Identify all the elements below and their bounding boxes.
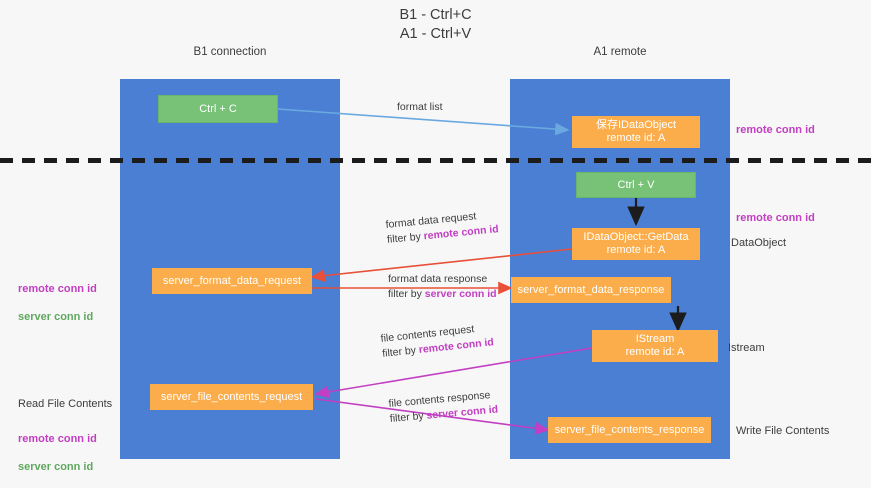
node-ctrl-v[interactable]: Ctrl + V — [576, 172, 696, 198]
edge-label-line2: filter by server conn id — [388, 288, 497, 300]
left-label-read-file-contents: Read File Contents remote conn id server… — [18, 383, 128, 488]
node-server-format-data-response[interactable]: server_format_data_response — [511, 277, 671, 303]
edge-label-format-data-response: format data response filter by server co… — [388, 272, 497, 302]
left-label-read-file-contents-text: Read File Contents — [18, 398, 113, 410]
edge-label-line1: format data response — [388, 273, 488, 285]
diagram-canvas: B1 - Ctrl+C A1 - Ctrl+V B1 connection A1… — [0, 7, 871, 473]
lane-header-b1: B1 connection — [193, 46, 267, 58]
node-server-format-data-request[interactable]: server_format_data_request — [152, 268, 312, 294]
highlight-server-conn-id: server conn id — [424, 288, 497, 300]
right-label-remote-conn-id-top: remote conn id — [736, 124, 815, 136]
left-label-server-conn-id: server conn id — [18, 461, 94, 473]
edge-label-file-contents-request: file contents request filter by remote c… — [380, 320, 495, 362]
node-idataobject-getdata[interactable]: IDataObject::GetData remote id: A — [572, 228, 700, 260]
right-label-istream: Istream — [728, 342, 765, 354]
left-label-conn-ids: remote conn id server conn id — [18, 268, 118, 338]
node-istream[interactable]: IStream remote id: A — [592, 330, 718, 362]
right-label-write-file-contents: Write File Contents — [736, 425, 830, 437]
node-save-idataobject[interactable]: 保存IDataObject remote id: A — [572, 116, 700, 148]
node-server-file-contents-response[interactable]: server_file_contents_response — [548, 417, 711, 443]
edge-label-file-contents-response: file contents response filter by server … — [388, 388, 499, 427]
edge-label-format-data-request: format data request filter by remote con… — [385, 207, 499, 248]
node-ctrl-c[interactable]: Ctrl + C — [158, 95, 278, 123]
left-label-server-conn-id: server conn id — [18, 311, 94, 323]
node-server-file-contents-request[interactable]: server_file_contents_request — [150, 384, 313, 410]
right-label-remote-conn-id-mid: remote conn id — [736, 212, 815, 224]
left-label-remote-conn-id: remote conn id — [18, 433, 97, 445]
lane-header-a1: A1 remote — [593, 46, 647, 58]
left-label-remote-conn-id: remote conn id — [18, 283, 97, 295]
edge-label-format-list: format list — [397, 101, 443, 113]
phase-divider — [0, 158, 871, 163]
page-title: B1 - Ctrl+C A1 - Ctrl+V — [399, 7, 472, 42]
right-label-dataobject: DataObject — [731, 237, 787, 249]
